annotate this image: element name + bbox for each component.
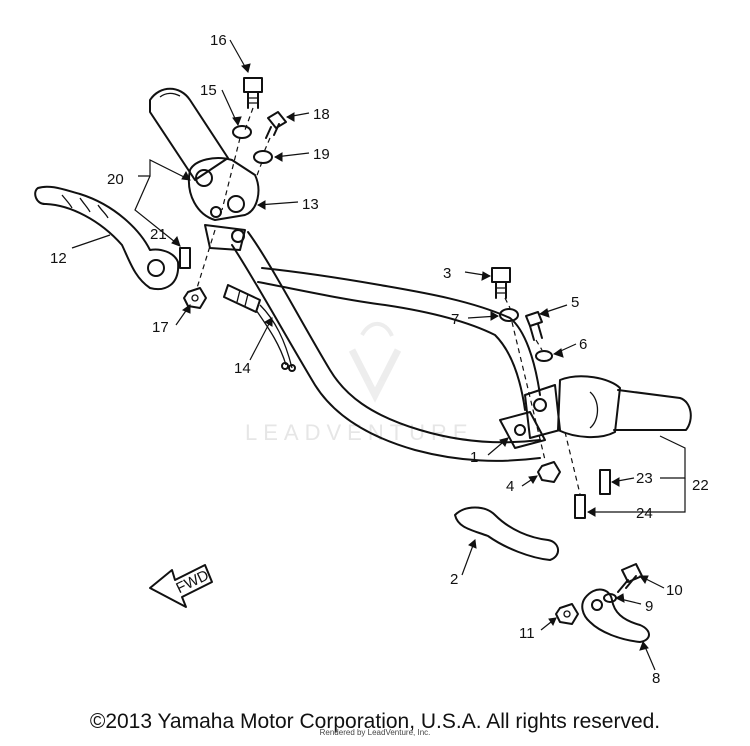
callout-6: 6 bbox=[579, 336, 587, 353]
assembly-line bbox=[196, 229, 216, 289]
callout-17: 17 bbox=[152, 319, 169, 336]
part-16-bolt bbox=[243, 77, 263, 109]
rendered-by-credit: Rendered by LeadVenture, Inc. bbox=[319, 728, 431, 737]
callout-13: 13 bbox=[302, 196, 319, 213]
part-15-washer bbox=[232, 125, 252, 139]
callout-14: 14 bbox=[234, 360, 251, 377]
copyright-notice: ©2013 Yamaha Motor Corporation, U.S.A. A… bbox=[89, 710, 661, 733]
handlebar bbox=[231, 231, 541, 462]
assembly-line bbox=[564, 431, 581, 495]
leader-lines bbox=[71, 39, 686, 671]
part-2-right-lever bbox=[454, 506, 559, 561]
assembly-line bbox=[263, 137, 271, 153]
watermark-text: LEADVENTURE bbox=[245, 420, 474, 445]
callout-9: 9 bbox=[645, 598, 653, 615]
part-3-bolt bbox=[491, 267, 511, 299]
callout-21: 21 bbox=[150, 226, 167, 243]
part-8-lever bbox=[581, 588, 650, 643]
callout-2: 2 bbox=[450, 571, 458, 588]
part-17-nut bbox=[183, 287, 207, 309]
assembly-line bbox=[221, 137, 241, 211]
watermark-logo bbox=[348, 321, 402, 403]
callout-15: 15 bbox=[200, 82, 217, 99]
callout-1: 1 bbox=[470, 449, 478, 466]
part-4-nut bbox=[537, 461, 561, 483]
part-18-bolt bbox=[265, 111, 287, 139]
right-grip bbox=[557, 375, 692, 438]
callout-7: 7 bbox=[451, 311, 459, 328]
callout-19: 19 bbox=[313, 146, 330, 163]
assembly-line bbox=[504, 297, 511, 309]
part-7-washer bbox=[499, 308, 519, 322]
assembly-line bbox=[511, 321, 546, 461]
assembly-line bbox=[535, 339, 543, 351]
part-5-bolt bbox=[525, 311, 543, 341]
part-23-screw bbox=[599, 469, 611, 495]
callout-10: 10 bbox=[666, 582, 683, 599]
callout-24: 24 bbox=[636, 505, 653, 522]
callout-4: 4 bbox=[506, 478, 514, 495]
assembly-line bbox=[255, 161, 263, 179]
callout-8: 8 bbox=[652, 670, 660, 687]
callout-11: 11 bbox=[519, 625, 535, 642]
part-11-nut bbox=[555, 603, 579, 625]
part-6-washer bbox=[535, 350, 553, 362]
part-19-washer bbox=[253, 150, 273, 164]
part-14-switch bbox=[223, 284, 296, 372]
callout-5: 5 bbox=[571, 294, 579, 311]
callout-20: 20 bbox=[107, 171, 124, 188]
part-21-bolt bbox=[179, 247, 191, 269]
callout-23: 23 bbox=[636, 470, 653, 487]
assembly-line bbox=[244, 107, 254, 131]
left-grip bbox=[149, 87, 229, 181]
callout-18: 18 bbox=[313, 106, 330, 123]
part-1-bracket bbox=[499, 384, 561, 449]
part-20-perch bbox=[187, 157, 260, 251]
callout-16: 16 bbox=[210, 32, 227, 49]
leader-arrowheads bbox=[171, 63, 649, 651]
part-12-left-lever bbox=[34, 185, 180, 290]
callout-22: 22 bbox=[692, 477, 709, 494]
part-10-bolt bbox=[617, 563, 643, 593]
fwd-arrow: FWD bbox=[149, 564, 213, 608]
callout-3: 3 bbox=[443, 265, 451, 282]
callout-12: 12 bbox=[50, 250, 67, 267]
part-24-screw bbox=[574, 494, 586, 519]
